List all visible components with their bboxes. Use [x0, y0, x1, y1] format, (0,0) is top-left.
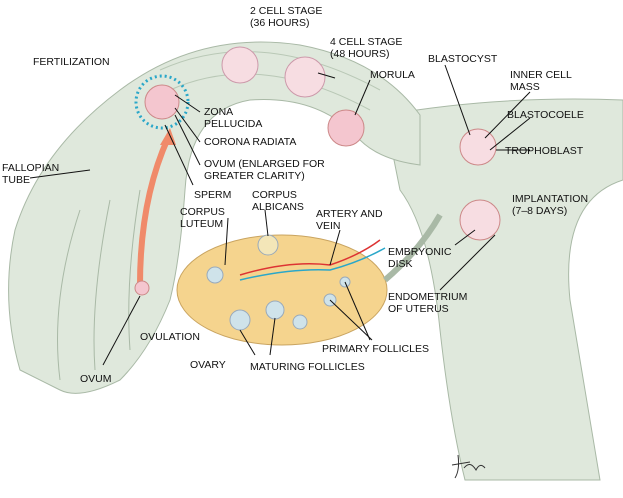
blastocyst: [459, 128, 497, 166]
label-zona-2: PELLUCIDA: [204, 118, 262, 130]
ovarian-ligament: [383, 213, 443, 283]
label-zona: ZONA: [204, 106, 233, 118]
ovary: [176, 234, 388, 346]
label-morula: MORULA: [370, 69, 415, 81]
label-implantation: IMPLANTATION: [512, 193, 588, 205]
label-fallopian: FALLOPIAN: [2, 162, 59, 174]
label-endometrium-2: OF UTERUS: [388, 303, 449, 315]
label-fertilization: FERTILIZATION: [33, 56, 110, 68]
implantation: [459, 199, 501, 241]
morula: [327, 109, 365, 147]
ovulated-ovum: [134, 280, 150, 296]
label-sperm: SPERM: [194, 189, 231, 201]
label-luteum-2: LUTEUM: [180, 218, 223, 230]
label-artery: ARTERY AND: [316, 208, 383, 220]
ovum-fertilization: [134, 74, 190, 130]
label-albicans-2: ALBICANS: [252, 201, 304, 213]
label-four-cell: 4 CELL STAGE: [330, 36, 402, 48]
artery-and-vein: [239, 239, 381, 276]
label-ovum-enlarged: OVUM (ENLARGED FOR: [204, 158, 325, 170]
four-cell-stage: [284, 56, 326, 98]
label-trophoblast: TROPHOBLAST: [505, 145, 584, 157]
ovum-path-arrow: [137, 136, 171, 286]
label-primary-follicles: PRIMARY FOLLICLES: [322, 343, 429, 355]
two-cell-stage: [221, 46, 259, 84]
label-embryonic-2: DISK: [388, 258, 413, 270]
label-albicans: CORPUS: [252, 189, 297, 201]
label-ovulation: OVULATION: [140, 331, 200, 343]
label-blastocoele: BLASTOCOELE: [507, 109, 584, 121]
label-two-cell: 2 CELL STAGE: [250, 5, 322, 17]
label-implantation-2: (7–8 DAYS): [512, 205, 567, 217]
label-maturing-follicles: MATURING FOLLICLES: [250, 361, 365, 373]
leader-lines: [29, 64, 531, 366]
label-embryonic: EMBRYONIC: [388, 246, 452, 258]
label-ovum: OVUM: [80, 373, 112, 385]
label-inner-cell-mass-2: MASS: [510, 81, 540, 93]
label-inner-cell-mass: INNER CELL: [510, 69, 572, 81]
label-ovum-enlarged-2: GREATER CLARITY): [204, 170, 305, 182]
signature: [451, 454, 486, 479]
label-corona: CORONA RADIATA: [204, 136, 296, 148]
label-fallopian-2: TUBE: [2, 174, 30, 186]
label-artery-2: VEIN: [316, 220, 341, 232]
label-four-cell-time: (48 HOURS): [330, 48, 390, 60]
label-endometrium: ENDOMETRIUM: [388, 291, 467, 303]
uterus: [384, 98, 623, 481]
label-blastocyst: BLASTOCYST: [428, 53, 498, 65]
label-two-cell-time: (36 HOURS): [250, 17, 310, 29]
label-ovary: OVARY: [190, 359, 226, 371]
label-luteum: CORPUS: [180, 206, 225, 218]
follicles: [206, 234, 351, 331]
